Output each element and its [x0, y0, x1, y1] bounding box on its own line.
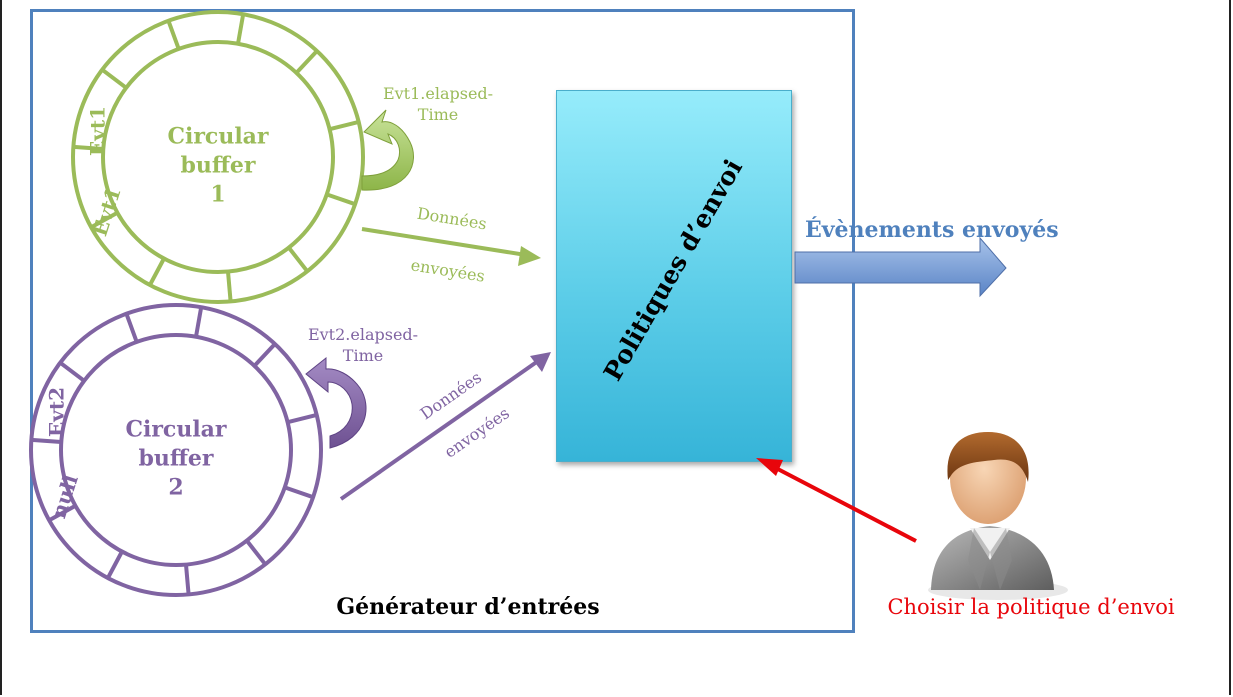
elapsed-time-label-2-line-1: Evt2.elapsed- [307, 325, 419, 344]
elapsed-time-curl-arrow-1 [361, 109, 414, 191]
data-sent-label-2-line-2: envoyées [441, 403, 513, 461]
input-generator-box [30, 9, 855, 633]
elapsed-time-label-1: Evt1.elapsed- Time [383, 83, 493, 125]
buffer-2-slot-divider-5 [245, 539, 267, 566]
buffer-2-title-line-2: buffer [138, 445, 214, 472]
buffer-2-slot-divider-10 [58, 361, 86, 383]
buffer-1-slot-divider-8 [90, 211, 119, 230]
buffer-1-slot-divider-6 [226, 271, 233, 302]
input-generator-title: Générateur d’entrées [336, 594, 600, 620]
buffer-1-outer-ring [71, 10, 365, 304]
buffer-1-title-line-3: 1 [210, 181, 226, 208]
output-events-label: Évènements envoyés [805, 217, 1059, 243]
output-events-arrow [794, 236, 1007, 298]
data-sent-label-2-line-1: Données [417, 368, 485, 424]
buffer-2-slot-divider-2 [252, 342, 277, 368]
buffer-2-slot-divider-3 [287, 412, 318, 425]
buffer-2-title-line-1: Circular [125, 416, 227, 443]
buffer-1-slot-divider-2 [294, 49, 319, 75]
buffer-2-slot-divider-8 [48, 504, 77, 523]
user-icon [928, 432, 1068, 600]
buffer-2-slot-divider-7 [106, 550, 124, 579]
buffer-2-slot-divider-9 [31, 437, 62, 444]
buffer-2-slot-label-2: null [46, 471, 83, 521]
data-sent-label-1-line-2: envoyées [410, 255, 487, 285]
buffer-2-title: Circular buffer 2 [125, 416, 226, 503]
elapsed-time-label-2: Evt2.elapsed- Time [308, 324, 418, 366]
buffer-1-slot-label-1: Evt1 [86, 106, 110, 156]
elapsed-time-curl-arrow-2 [305, 356, 367, 449]
buffer-2-slot-divider-11 [124, 313, 139, 343]
buffer-1-slot-divider-9 [73, 144, 104, 151]
choose-policy-arrow [756, 458, 917, 543]
buffer-1-title-line-1: Circular [167, 123, 269, 150]
buffer-1-slot-dividers [73, 13, 360, 302]
buffer-2-outer-ring [29, 303, 323, 597]
buffer-1-slot-divider-7 [148, 257, 166, 286]
policy-box [556, 90, 792, 462]
buffer-2-slot-divider-6 [184, 564, 191, 595]
data-sent-label-1-line-1: Données [416, 204, 488, 234]
buffer-1-title: Circular buffer 1 [167, 123, 268, 210]
buffer-1-slot-divider-3 [329, 119, 360, 132]
buffer-2-inner-ring [59, 333, 293, 567]
buffer-1-slot-label-2: Evt1 [87, 184, 125, 239]
choose-policy-label: Choisir la politique d’envoi [887, 595, 1175, 619]
buffer-1-slot-divider-5 [287, 246, 309, 273]
elapsed-time-label-2-line-2: Time [342, 346, 384, 365]
buffer-2-slot-dividers [31, 306, 318, 595]
data-sent-arrow-2 [339, 352, 551, 501]
buffer-1-inner-ring [101, 40, 335, 274]
buffer-2-slot-divider-1 [194, 306, 204, 338]
buffer-1-title-line-2: buffer [180, 152, 256, 179]
elapsed-time-label-1-line-2: Time [417, 105, 459, 124]
buffer-2-slot-divider-4 [284, 485, 314, 500]
circular-buffer-1 [71, 10, 365, 304]
buffer-1-slot-divider-1 [236, 13, 246, 45]
buffer-2-slot-label-1: Evt2 [45, 387, 69, 437]
circular-buffer-2 [29, 303, 323, 597]
data-sent-arrow-1 [361, 227, 541, 266]
buffer-1-slot-divider-10 [100, 68, 128, 90]
buffer-1-slot-divider-4 [326, 192, 356, 207]
buffer-2-title-line-3: 2 [168, 474, 184, 501]
elapsed-time-label-1-line-1: Evt1.elapsed- [382, 84, 494, 103]
buffer-1-slot-divider-11 [166, 20, 181, 50]
